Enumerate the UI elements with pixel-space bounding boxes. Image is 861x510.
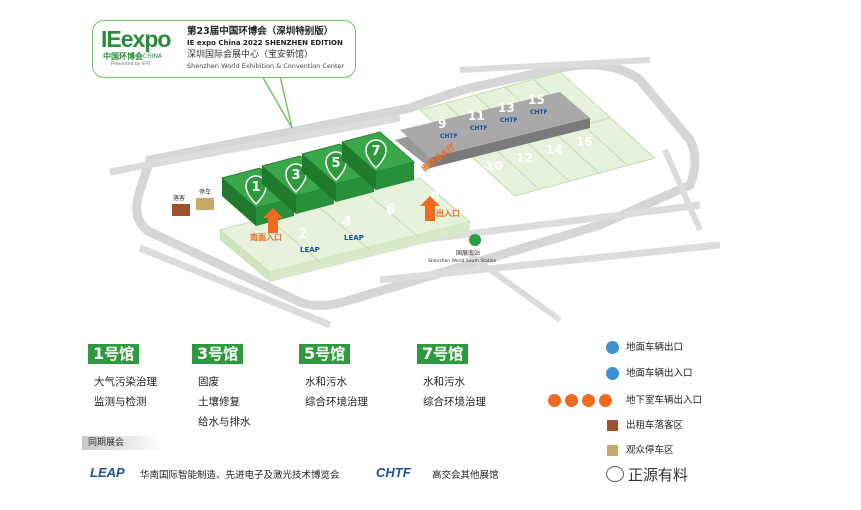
venue-name: 深圳国际会展中心（宝安新馆） <box>187 50 314 60</box>
hall-item: 水和污水 <box>305 376 347 388</box>
logo-wordmark: IEexpo <box>101 26 171 52</box>
hall-items: 水和污水 综合环境治理 <box>305 372 368 412</box>
exit-label: 出入口 <box>436 208 460 218</box>
wechat-icon <box>606 466 624 482</box>
logo-chinese: 中国环博会 <box>103 52 143 61</box>
hall-number-label: 1 <box>251 180 260 195</box>
watermark: 正源有料 <box>628 466 689 484</box>
roads <box>109 57 721 329</box>
hall-items: 固废 土壤修复 给水与排水 <box>198 372 251 432</box>
arrow-right-icon <box>599 394 612 407</box>
hall-item: 土壤修复 <box>198 396 240 408</box>
taxi-zone <box>172 204 190 216</box>
featured-hall-3[interactable]: 3 <box>260 155 336 214</box>
hall-items: 大气污染治理 监测与检测 <box>94 372 157 412</box>
taxi-square-icon <box>607 420 618 431</box>
south-hall-number: 8 <box>430 190 440 206</box>
hall-number-label: 3 <box>291 168 300 183</box>
leap-logo: LEAP <box>90 465 125 480</box>
ieexpo-logo: IEexpo 中国环博会 CHINA Presented by IFAT <box>101 27 175 71</box>
arrow-up-icon <box>548 394 561 407</box>
hall-item: 固废 <box>198 376 219 388</box>
hall-pin-icon <box>245 175 267 206</box>
featured-hall-7[interactable]: 7 <box>340 131 416 190</box>
entrance-label: 南面入口 <box>250 232 282 242</box>
north-hall-number: 12 <box>516 151 533 165</box>
hall-number-label: 5 <box>331 156 340 171</box>
parking-label: 停车 <box>199 188 211 196</box>
venue-name-en: Shenzhen World Exhibition & Convention C… <box>187 62 345 70</box>
north-hall-number: 15 <box>528 93 545 107</box>
map-chtf-label: CHTF <box>470 125 488 132</box>
map-leap-label: LEAP <box>344 234 364 242</box>
map-leap-label: LEAP <box>300 246 320 254</box>
event-subtitle: IE expo China 2022 SHENZHEN EDITION <box>187 39 343 47</box>
hall-items: 水和污水 综合环境治理 <box>423 372 486 412</box>
arrow-down-icon <box>565 394 578 407</box>
entrance-arrow-icon <box>268 217 278 233</box>
chtf-logo: CHTF <box>376 465 411 480</box>
hall-item: 给水与排水 <box>198 416 251 428</box>
north-hall-number: 13 <box>498 101 515 115</box>
north-hall-number: 16 <box>576 135 593 149</box>
parking-zone <box>196 198 214 210</box>
hall-badge: 3号馆 <box>192 344 244 364</box>
callout-pointer <box>260 75 293 129</box>
concurrent-heading: 同期展会 <box>82 436 162 450</box>
hall-pin-icon <box>285 163 307 194</box>
map-chtf-label: CHTF <box>530 109 548 116</box>
exit-markers <box>172 196 481 246</box>
hall-item: 综合环境治理 <box>305 396 368 408</box>
south-hall-number: 6 <box>386 202 396 218</box>
ground-entry-exit-icon <box>606 367 619 380</box>
chtf-description: 高交会其他展馆 <box>432 470 499 481</box>
hall-badge: 5号馆 <box>299 344 351 364</box>
hall-badge: 7号馆 <box>417 344 469 364</box>
hall-pin-icon <box>325 151 347 182</box>
hall-pin-icon <box>365 139 387 170</box>
metro-station-en: Shenzhen World South Station <box>428 258 497 264</box>
hall-number-label: 7 <box>371 144 380 159</box>
north-hall-number: 14 <box>546 143 563 157</box>
leap-description: 华南国际智能制造、先进电子及激光技术博览会 <box>140 470 340 481</box>
metro-icon <box>469 234 481 246</box>
logo-china: CHINA <box>143 53 163 60</box>
parking-square-icon <box>607 445 618 456</box>
logo-presented: Presented by IFAT <box>111 62 151 67</box>
metro-station-label: 国展南站 <box>456 249 480 257</box>
hall-badge: 1号馆 <box>88 344 140 364</box>
event-title: 第23届中国环博会（深圳特别版） <box>187 26 334 37</box>
exit-arrow-icon <box>425 205 435 221</box>
south-hall-number: 4 <box>342 214 352 230</box>
arrow-left-icon <box>582 394 595 407</box>
hall-item: 综合环境治理 <box>423 396 486 408</box>
hall-item: 监测与检测 <box>94 396 147 408</box>
entrance-hall <box>395 92 590 168</box>
featured-hall-5[interactable]: 5 <box>300 143 376 202</box>
ground-exit-icon <box>606 341 619 354</box>
map-chtf-label: CHTF <box>440 133 458 140</box>
event-callout: IEexpo 中国环博会 CHINA Presented by IFAT 第23… <box>92 20 356 78</box>
hall-item: 水和污水 <box>423 376 465 388</box>
north-hall-number: 11 <box>468 109 485 123</box>
north-hall-number: 10 <box>486 159 503 173</box>
map-chtf-label: CHTF <box>500 117 518 124</box>
south-hall-number: 2 <box>298 226 308 242</box>
north-hall-number: 9 <box>438 117 446 131</box>
taxi-label: 落客 <box>173 194 185 202</box>
hall-item: 大气污染治理 <box>94 376 157 388</box>
